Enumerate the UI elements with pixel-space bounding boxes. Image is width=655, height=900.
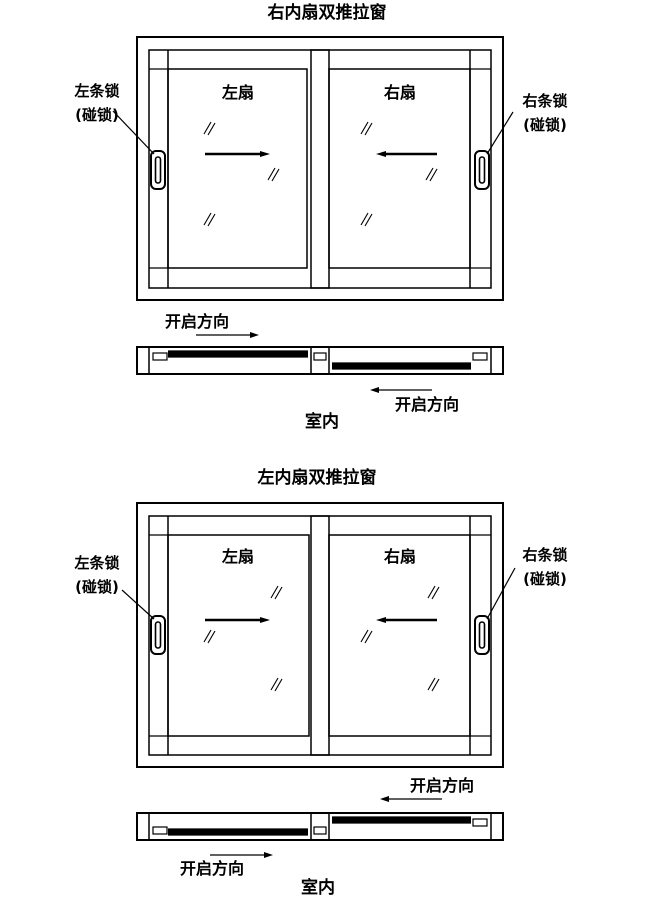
outer-frame	[136, 502, 504, 768]
diagram-2-title: 左内扇双推拉窗	[258, 467, 377, 488]
open-direction-label-top: 开启方向	[410, 776, 474, 795]
open-direction-label-bottom: 开启方向	[180, 859, 244, 878]
diagram-1-title: 右内扇双推拉窗	[268, 2, 387, 23]
right-sash-label: 右扇	[384, 547, 416, 566]
meeting-stile	[310, 49, 330, 289]
open-direction-arrow-top	[196, 332, 259, 338]
plan-outer	[136, 346, 504, 375]
lock-icon	[150, 615, 166, 655]
diagram-1: 右内扇双推拉窗	[73, 2, 567, 432]
plan-outer	[136, 812, 504, 841]
outer-frame	[136, 36, 504, 301]
left-lock-2	[121, 589, 166, 655]
indoor-label: 室内	[301, 877, 335, 898]
left-sash-label: 左扇	[221, 83, 254, 102]
lock-icon	[474, 615, 490, 655]
right-lock-label: 右条锁	[522, 546, 567, 564]
left-lock-1	[112, 110, 166, 190]
right-lock-alt-label: (碰锁)	[523, 570, 567, 588]
open-direction-label-bottom: 开启方向	[395, 395, 459, 414]
plan-sash-fill-2	[168, 817, 471, 835]
open-direction-label-top: 开启方向	[165, 312, 229, 331]
meeting-stile	[310, 515, 330, 756]
plan-sash-fill-1	[168, 351, 471, 369]
open-direction-arrow-bottom	[370, 387, 432, 393]
right-lock-1	[474, 111, 514, 190]
left-lock-alt-label: (碰锁)	[75, 578, 119, 596]
diagram-2: 左内扇双推拉窗	[73, 467, 567, 898]
open-direction-arrow-top	[380, 796, 442, 802]
left-sash-label: 左扇	[221, 547, 254, 566]
left-lock-label: 左条锁	[73, 554, 119, 572]
sash-arrows-2	[205, 617, 437, 623]
open-direction-arrow-bottom	[210, 852, 273, 858]
sash-arrows-1	[205, 151, 437, 157]
lock-icon	[150, 150, 166, 190]
glass-marks-2	[203, 585, 440, 692]
right-lock-alt-label: (碰锁)	[523, 116, 567, 134]
window-elevation-2	[136, 502, 504, 768]
indoor-label: 室内	[305, 411, 339, 432]
right-sash-label: 右扇	[384, 83, 416, 102]
inner-frame	[148, 515, 492, 756]
window-elevation-1	[136, 36, 504, 301]
right-lock-label: 右条锁	[522, 92, 567, 110]
left-lock-label: 左条锁	[73, 82, 119, 100]
right-lock-2	[474, 567, 516, 655]
lock-icon	[474, 150, 490, 190]
inner-frame	[148, 49, 492, 289]
glass-marks-1	[203, 121, 438, 227]
left-lock-alt-label: (碰锁)	[75, 106, 119, 124]
